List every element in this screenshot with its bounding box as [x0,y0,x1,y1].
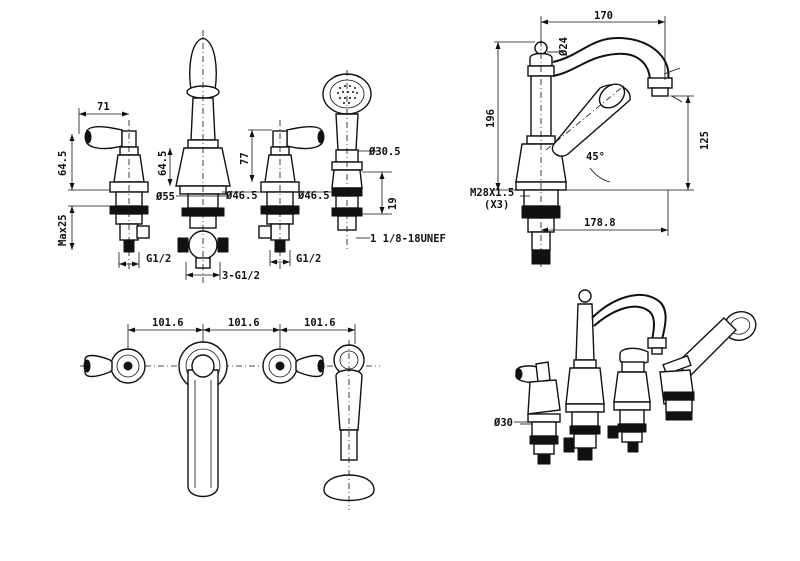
dim-x3: (X3) [484,199,509,211]
dim-d24: Ø24 [558,37,570,57]
dim-g12-left: G1/2 [146,253,171,265]
side-view: 170 Ø24 196 125 45° M28X1.5 (X3) 178.8 [470,10,711,270]
iso-view-dimensions: Ø30 [493,417,530,429]
dim-d46-5-a: Ø46.5 [225,190,258,202]
dim-m28: M28X1.5 [470,187,514,199]
dim-101-6-b: 101.6 [228,317,260,329]
front-view: 71 64.5 Max25 G1/2 64.5 Ø55 3-G1/2 77 Ø [57,30,446,285]
center-spout [175,30,231,285]
dim-101-6-c: 101.6 [304,317,336,329]
front-view-dimensions: 71 64.5 Max25 G1/2 64.5 Ø55 3-G1/2 77 Ø [57,101,446,282]
dim-max25: Max25 [57,214,69,246]
dim-d55: Ø55 [155,191,175,203]
top-hand-shower [323,340,375,510]
dim-g12-right: G1/2 [296,253,321,265]
iso-hand-shower [659,311,757,421]
isometric-view: Ø30 [493,289,757,465]
right-valve [258,120,325,270]
dim-d30-5: Ø30.5 [368,146,401,158]
dim-64-5-spout: 64.5 [157,151,169,176]
iso-right-valve [607,347,651,453]
dim-d46-5-b: Ø46.5 [297,190,330,202]
dim-178-8: 178.8 [584,217,616,229]
dim-d30: Ø30 [493,417,513,429]
hand-shower [322,70,372,250]
top-left-valve [83,348,146,384]
dim-64-5-left: 64.5 [57,151,69,176]
dim-170: 170 [594,10,613,22]
dim-196: 196 [485,109,497,128]
top-view-dimensions: 101.6 101.6 101.6 [127,317,356,350]
dim-19: 19 [387,197,399,210]
dim-71: 71 [97,101,110,113]
top-center-spout [178,341,228,498]
dim-thread: 1 1/8-18UNEF [370,233,446,245]
dim-101-6-a: 101.6 [152,317,184,329]
iso-center-spout [563,289,667,461]
dim-77: 77 [239,152,251,165]
iso-left-valve [515,361,561,465]
dim-125: 125 [699,131,711,150]
top-view: 101.6 101.6 101.6 [80,317,380,510]
top-right-valve [262,348,325,384]
dim-3g12: 3-G1/2 [222,270,260,282]
left-valve [84,120,150,270]
dim-45deg: 45° [586,151,605,163]
side-view-dimensions: 170 Ø24 196 125 45° M28X1.5 (X3) 178.8 [470,10,711,236]
